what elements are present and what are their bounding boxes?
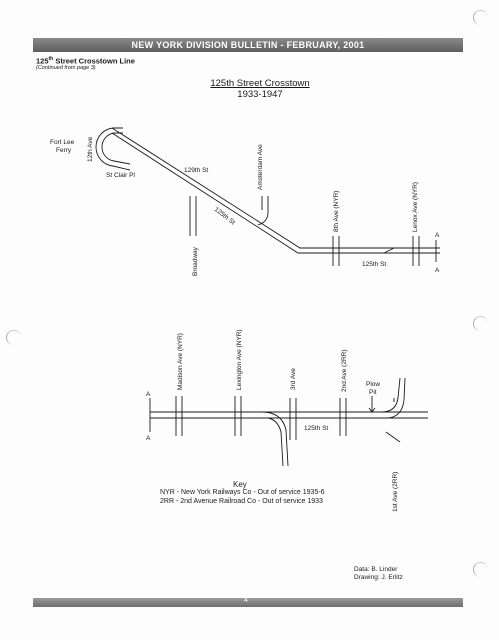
label-lenox-ave: Lenox Ave (NYR) (412, 182, 419, 232)
upper-loop-inner (101, 132, 131, 165)
label-lexington-ave: Lexington Ave (NYR) (236, 329, 243, 390)
label-pit: Pit (369, 389, 377, 396)
lower-label-a-top: A (146, 391, 151, 398)
footer-bar: 4 (33, 597, 463, 607)
label-madison-ave: Madison Ave (NYR) (177, 333, 184, 390)
lower-map-labels: A A Madison Ave (NYR) Lexington Ave (NYR… (146, 329, 399, 512)
label-129th-st: 129th St (184, 167, 208, 174)
lower-label-a-bottom: A (146, 435, 151, 442)
plow-arrow-head (368, 407, 376, 413)
binder-hole-left (6, 330, 21, 345)
label-broadway: Broadway (192, 246, 199, 276)
key-line-nyr: NYR - New York Railways Co - Out of serv… (160, 489, 325, 496)
credit-drawing: Drawing: J. Erlitz (354, 574, 403, 581)
label-2nd-ave: 2nd Ave (2RR) (341, 349, 348, 392)
plow-curve-inner (385, 377, 406, 419)
upper-track-south (111, 132, 440, 254)
upper-track-north (111, 127, 440, 249)
credits: Data: B. Linder Drawing: J. Erlitz (354, 566, 403, 582)
map-key: Key NYR - New York Railways Co - Out of … (160, 480, 325, 506)
label-fort-lee-2: Ferry (56, 147, 72, 154)
label-amsterdam-ave: Amsterdam Ave (257, 144, 264, 190)
label-st-clair-pl: St Clair Pl (106, 172, 135, 179)
label-3rd-ave: 3rd Ave (290, 368, 297, 390)
label-125th-st-diagonal: 125th St (213, 206, 237, 227)
label-12th-ave: 12th Ave (87, 136, 94, 162)
label-plow: Plow (366, 381, 380, 388)
label-8th-ave: 8th Ave (NYR) (333, 191, 340, 232)
amsterdam-curve (257, 196, 269, 226)
binder-hole-top (473, 10, 488, 25)
label-a-bottom: A (435, 267, 440, 274)
map-title-name: 125th Street Crosstown (210, 78, 310, 89)
label-125th-st-east: 125th St (362, 261, 386, 268)
third-ave-curve-outer (261, 411, 289, 467)
map-title-years: 1933-1947 (237, 89, 283, 100)
third-ave-curve-inner (267, 417, 284, 467)
label-125th-st-lower: 125th St (304, 425, 328, 432)
upper-loop-outer (95, 127, 131, 171)
binder-hole-middle (473, 316, 488, 331)
upper-crossover (383, 247, 395, 254)
section-title: 125th Street Crosstown Line (36, 56, 135, 66)
binder-hole-bottom (473, 562, 488, 577)
key-title: Key (233, 480, 247, 489)
lower-map (149, 377, 428, 467)
map-title: 125th Street Crosstown 1933-1947 (200, 78, 320, 100)
label-a-top: A (435, 232, 440, 239)
label-fort-lee-1: Fort Lee (50, 139, 75, 146)
plow-curve-outer (381, 377, 401, 413)
page-number: 4 (244, 597, 248, 604)
upper-map-labels: Fort Lee Ferry 12th Ave St Clair Pl 129t… (50, 136, 440, 276)
key-line-2rr: 2RR - 2nd Avenue Railroad Co - Out of se… (160, 498, 323, 505)
credit-data: Data: B. Linder (354, 566, 398, 573)
upper-map (95, 127, 440, 266)
ave1-stub (385, 431, 401, 443)
bulletin-banner: NEW YORK DIVISION BULLETIN - FEBRUARY, 2… (33, 38, 463, 52)
label-1st-ave: 1st Ave (2RR) (392, 472, 399, 512)
continued-note: (Continued from page 3) (36, 65, 96, 71)
